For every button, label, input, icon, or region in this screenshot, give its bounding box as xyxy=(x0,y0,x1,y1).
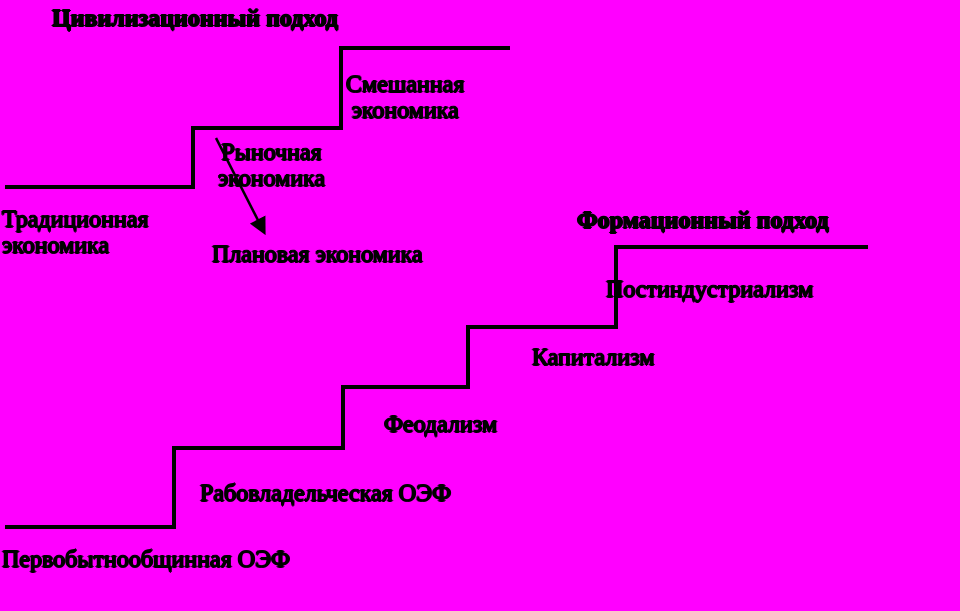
step-primitive-communal-oef: Первобытнообщинная ОЭФ xyxy=(2,547,290,573)
step-mixed-economy: Смешанная экономика xyxy=(346,72,464,125)
step-market-economy: Рыночная экономика xyxy=(218,140,325,193)
step-postindustrialism: Постиндустриализм xyxy=(606,277,814,303)
step-mixed-economy-line2: экономика xyxy=(351,98,459,125)
step-traditional-economy-line2: экономика xyxy=(2,233,110,260)
civilizational-staircase xyxy=(5,46,510,189)
formational-title: Формационный подход xyxy=(577,208,829,234)
step-mixed-economy-line1: Смешанная xyxy=(346,72,465,98)
step-slave-owning-oef: Рабовладельческая ОЭФ xyxy=(200,481,452,507)
step-traditional-economy: Традиционная экономика xyxy=(2,207,149,260)
market-to-planned-arrow xyxy=(214,137,266,236)
step-market-economy-line1: Рыночная xyxy=(221,140,322,166)
step-capitalism: Капитализм xyxy=(532,345,655,371)
step-planned-economy: Плановая экономика xyxy=(212,242,423,268)
step-traditional-economy-line1: Традиционная xyxy=(2,207,149,233)
formational-staircase xyxy=(5,245,868,529)
civilizational-title: Цивилизационный подход xyxy=(52,6,338,32)
step-market-economy-line2: экономика xyxy=(218,166,326,193)
step-feudalism: Феодализм xyxy=(384,412,498,438)
